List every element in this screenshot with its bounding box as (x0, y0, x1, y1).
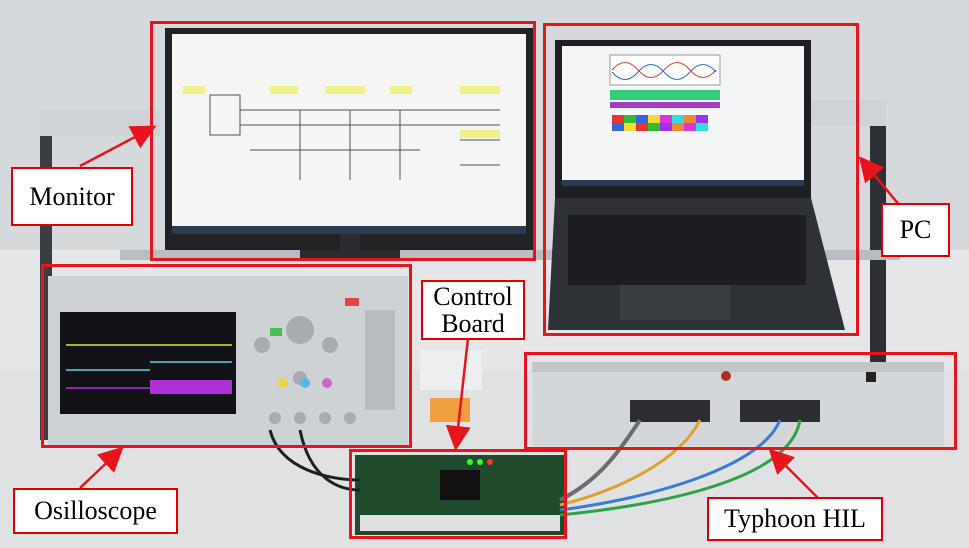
arrow-icon (768, 448, 819, 499)
monitor-label-text: Monitor (29, 181, 115, 211)
pc-label: PC (881, 203, 950, 257)
typhoon-hil-label: Typhoon HIL (707, 497, 883, 541)
arrow-icon (79, 446, 124, 489)
typhoon-hil-frame (524, 352, 957, 450)
arrow-icon (445, 337, 471, 451)
arrow-icon (79, 125, 157, 168)
pc-label-text: PC (899, 215, 932, 245)
monitor-label: Monitor (11, 167, 133, 226)
control-board-label: Control Board (421, 280, 525, 340)
oscilloscope-frame (41, 264, 412, 448)
oscilloscope-label: Osilloscope (13, 488, 178, 534)
control-board-label-line1: Control (433, 281, 513, 311)
pc-frame (543, 23, 859, 336)
typhoon-hil-label-text: Typhoon HIL (724, 504, 866, 534)
oscilloscope-label-text: Osilloscope (34, 496, 157, 526)
control-board-label-line2: Board (441, 309, 505, 338)
